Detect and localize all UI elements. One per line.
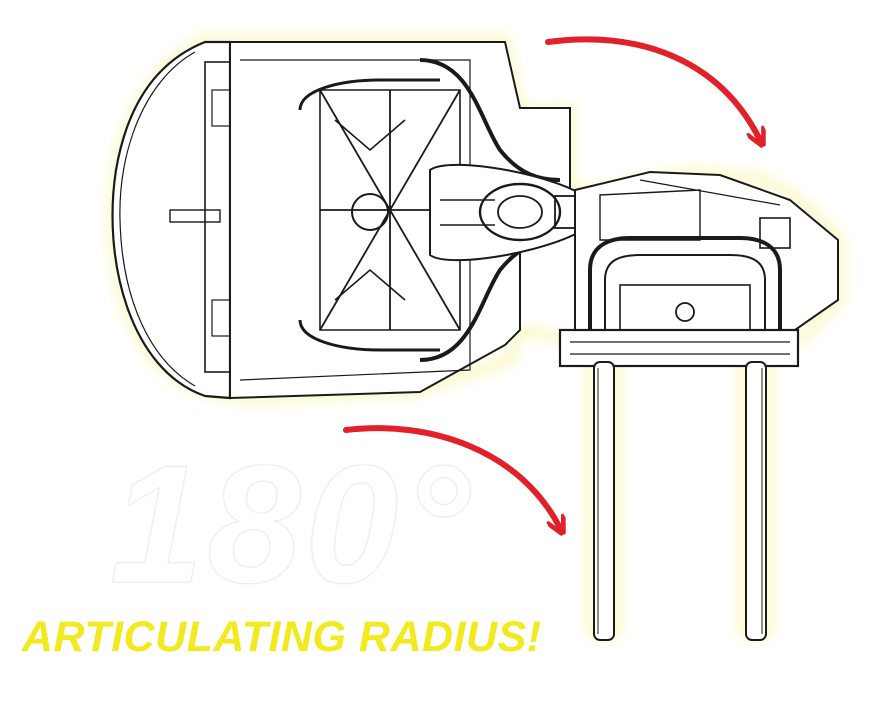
degrees-headline: 180° [109, 430, 474, 618]
main-frame [229, 41, 571, 400]
forks [593, 361, 767, 641]
front-module [558, 170, 839, 368]
arrow-upper-icon [545, 36, 760, 140]
arrow-lower-icon [343, 425, 560, 528]
tagline-text: ARTICULATING RADIUS! [22, 613, 542, 661]
